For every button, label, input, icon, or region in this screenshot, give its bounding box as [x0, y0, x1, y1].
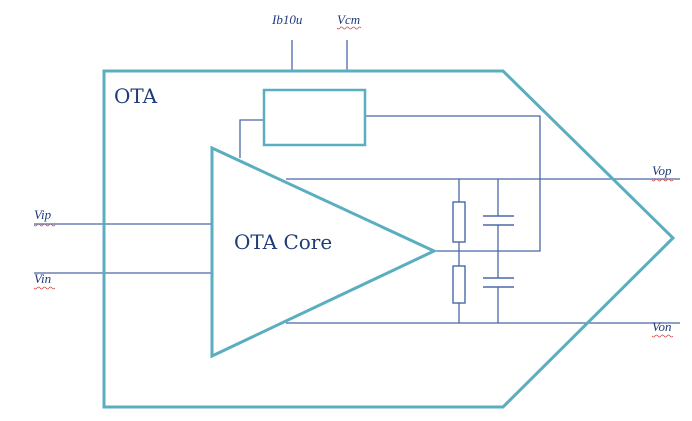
wire-cmfb-feedback: [365, 115, 541, 252]
ota-block-label: OTA: [114, 84, 158, 108]
ota-core-label: OTA Core: [234, 230, 332, 254]
capacitor-top: [483, 215, 514, 226]
cmfb-box: [262, 88, 367, 147]
pin-label-vip: Vip: [34, 207, 52, 222]
resistor-top: [452, 201, 466, 243]
pin-label-vop: Vop: [652, 163, 672, 178]
pin-label-von: Von: [652, 319, 672, 334]
ota-core-triangle: [210, 145, 438, 359]
ota-block-outline: [102, 69, 676, 409]
pin-label-vin: Vin: [34, 271, 51, 286]
spellcheck-underlines: [33, 26, 674, 338]
wires: [34, 40, 680, 324]
pin-label-ib10u: Ib10u: [271, 12, 303, 27]
resistor-bottom: [452, 265, 466, 304]
capacitor-bottom: [483, 277, 514, 288]
pin-label-vcm: Vcm: [337, 12, 360, 27]
wire-cmfb-to-core: [239, 119, 264, 158]
